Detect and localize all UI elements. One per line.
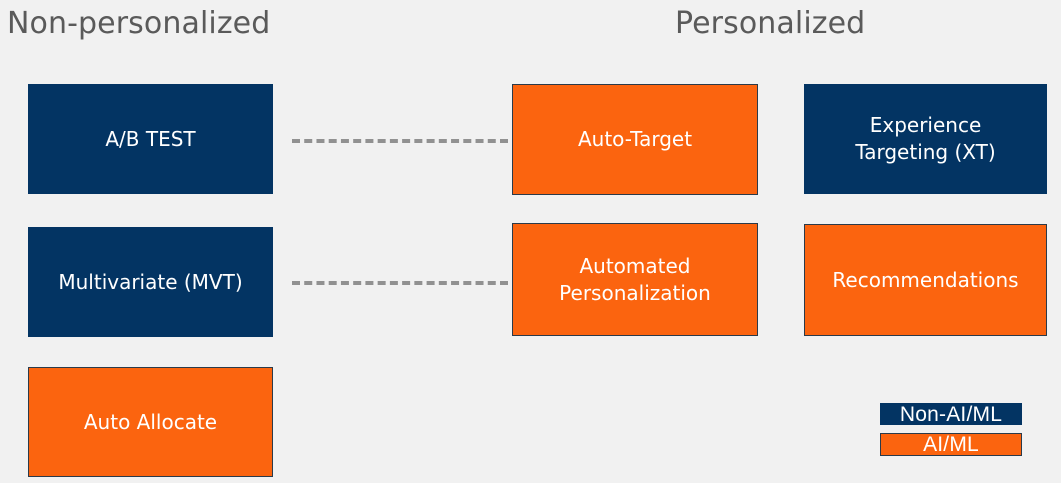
node-ab-test[interactable]: A/B TEST [28, 84, 273, 194]
column-header-non-personalized: Non-personalized [7, 6, 271, 41]
legend-item-non-ai-ml: Non-AI/ML [880, 403, 1022, 425]
legend-item-ai-ml-label: AI/ML [923, 433, 979, 456]
node-recommendations-label: Recommendations [832, 267, 1019, 292]
node-auto-allocate-label: Auto Allocate [83, 409, 218, 434]
node-automated-personalization[interactable]: Automated Personalization [512, 223, 758, 336]
column-header-personalized: Personalized [675, 6, 866, 41]
node-auto-allocate[interactable]: Auto Allocate [28, 367, 273, 477]
node-experience-targeting[interactable]: Experience Targeting (XT) [804, 84, 1047, 194]
node-auto-target-label: Auto-Target [577, 127, 693, 152]
connector-ab-test-to-auto-target [292, 139, 508, 143]
node-experience-targeting-label-line1: Experience [869, 113, 982, 138]
node-multivariate[interactable]: Multivariate (MVT) [28, 227, 273, 337]
node-multivariate-label: Multivariate (MVT) [58, 269, 243, 294]
legend-item-ai-ml: AI/ML [880, 433, 1022, 456]
node-automated-personalization-label-line1: Automated [579, 253, 691, 278]
legend-item-non-ai-ml-label: Non-AI/ML [899, 402, 1003, 426]
node-ab-test-label: A/B TEST [105, 126, 196, 151]
node-recommendations[interactable]: Recommendations [804, 224, 1047, 336]
connector-multivariate-to-automated-personalization [292, 281, 508, 285]
node-experience-targeting-label-line2: Targeting (XT) [855, 140, 996, 164]
node-automated-personalization-label-line2: Personalization [559, 280, 711, 305]
node-auto-target[interactable]: Auto-Target [512, 84, 758, 195]
